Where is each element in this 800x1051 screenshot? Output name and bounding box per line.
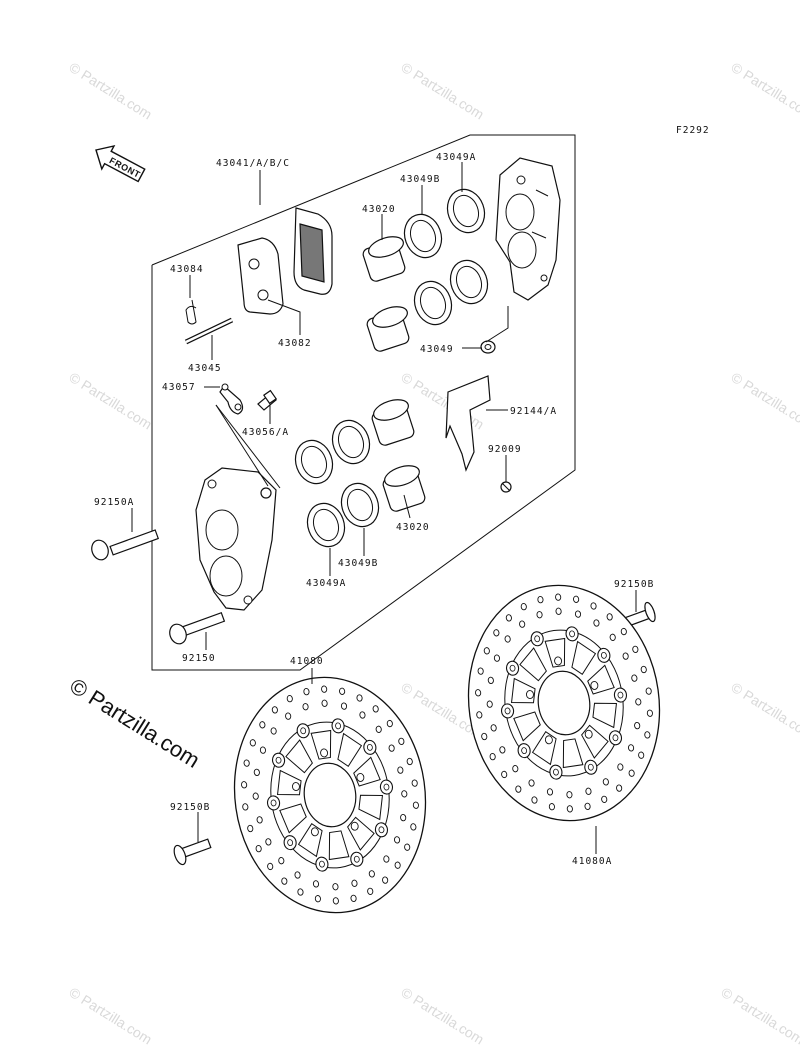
- part-label: 43082: [278, 338, 312, 349]
- part-label: 92150B: [170, 802, 210, 813]
- part-label: 43057: [162, 382, 196, 393]
- pad-clip: [185, 299, 197, 325]
- piston-bottom-a: [371, 399, 415, 446]
- watermark: © Partzilla.com: [728, 679, 800, 743]
- caliper-bolt-92150A: [91, 529, 160, 561]
- watermark-layer: © Partzilla.com © Partzilla.com © Partzi…: [65, 59, 800, 1048]
- assembly-outline: [151, 134, 576, 671]
- part-label: 43049A: [436, 152, 476, 163]
- part-label: 92009: [488, 444, 522, 455]
- part-label: 43049: [420, 344, 454, 355]
- part-label: 92144/A: [510, 406, 557, 417]
- leader-lines: [131, 162, 637, 854]
- watermark: © Partzilla.com: [398, 59, 486, 123]
- part-label: 43020: [396, 522, 430, 533]
- seal-rings-top: [403, 188, 489, 326]
- disc-bolt-left: [173, 838, 212, 866]
- part-label: 92150: [182, 653, 216, 664]
- watermark: © Partzilla.com: [728, 369, 800, 433]
- bleeder-valve: [257, 389, 277, 411]
- part-label: 43049B: [400, 174, 440, 185]
- part-label: 43020: [362, 204, 396, 215]
- part-label: 92150B: [614, 579, 654, 590]
- pad-pin: [184, 317, 234, 345]
- watermark-main: © Partzilla.com: [65, 673, 204, 773]
- piston-top-b: [366, 306, 410, 352]
- watermark: © Partzilla.com: [66, 59, 154, 123]
- part-label: 43049B: [338, 558, 378, 569]
- part-label: 43049A: [306, 578, 346, 589]
- watermark: © Partzilla.com: [66, 984, 154, 1046]
- part-labels: 43041/A/B/C 43049A 43049B 43020 43084 43…: [94, 152, 654, 867]
- watermark: © Partzilla.com: [398, 984, 486, 1046]
- caliper-outer-half: [495, 157, 561, 301]
- part-label: 92150A: [94, 497, 134, 508]
- part-label: 43084: [170, 264, 204, 275]
- part-label: 43045: [188, 363, 222, 374]
- brake-pad-right: [293, 207, 333, 295]
- watermark: © Partzilla.com: [718, 984, 800, 1046]
- part-label: 43056/A: [242, 427, 289, 438]
- part-label: 41080A: [572, 856, 612, 867]
- brake-pad-left: [237, 237, 284, 315]
- brake-disc-41080: [233, 676, 427, 914]
- pad-spring-bracket: [445, 375, 491, 472]
- piston-bottom-b: [382, 465, 426, 512]
- part-label: 43041/A/B/C: [216, 158, 290, 169]
- watermark: © Partzilla.com: [66, 369, 154, 433]
- piston-top-a: [362, 236, 406, 282]
- caliper-inner-half: [195, 467, 277, 611]
- front-arrow-icon: FRONT: [95, 144, 146, 183]
- caliper-bolt-92150: [169, 611, 226, 645]
- joint-link: [219, 383, 244, 415]
- part-label: 41080: [290, 656, 324, 667]
- brake-disc-41080A: [467, 584, 661, 822]
- seal-rings-bottom: [294, 419, 380, 548]
- diagram-code: F2292: [676, 125, 710, 136]
- bracket-screw: [500, 481, 512, 493]
- small-seal: [480, 340, 496, 354]
- watermark: © Partzilla.com: [728, 59, 800, 123]
